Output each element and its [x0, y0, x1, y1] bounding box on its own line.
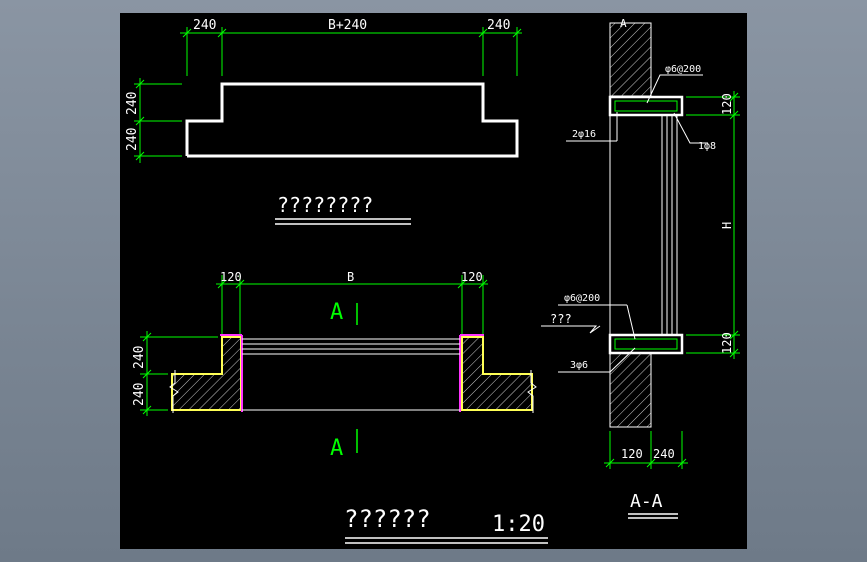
rebar-left-bottom-label: 3φ6 — [570, 360, 588, 371]
right-wall-hatch[interactable] — [461, 336, 533, 411]
section-lintel-bottom[interactable] — [608, 333, 684, 355]
rebar-left-top-label: 2φ16 — [572, 129, 596, 140]
plan-dim-120-right: 120 — [461, 270, 483, 284]
drawing-canvas[interactable]: 240 B+240 240 240 240 ???????? — [120, 13, 747, 549]
plan-dim-b: B — [347, 270, 354, 284]
window-frame — [609, 115, 678, 335]
rebar-bottom-label: φ6@200 — [564, 293, 600, 304]
section-dim-120-bottom: 120 — [720, 332, 734, 354]
dim-b-plus-240: B+240 — [328, 18, 367, 33]
dim-left-240: 240 — [193, 18, 216, 33]
section-wall-bottom[interactable] — [609, 352, 652, 428]
top-view-title: ???????? — [277, 193, 373, 217]
section-view: A φ6@200 2φ16 1φ8 φ6@20 — [541, 17, 740, 519]
section-mark-bottom: A — [330, 436, 343, 461]
section-top-marker: A — [620, 17, 627, 30]
plan-view: 120 B 120 A A — [132, 270, 548, 544]
plan-dim-120-left: 120 — [220, 270, 242, 284]
dim-right-240: 240 — [487, 18, 510, 33]
plan-dim-vertical-240-b: 240 — [132, 383, 147, 406]
rebar-right-top-label: 1φ8 — [698, 141, 716, 152]
section-title: A-A — [630, 491, 663, 512]
plan-top-dimension — [216, 275, 488, 335]
dim-vertical-240-b: 240 — [125, 128, 140, 151]
plan-dim-vertical-240-a: 240 — [132, 346, 147, 369]
left-dimension — [134, 78, 182, 163]
section-mark-top: A — [330, 300, 343, 325]
section-dim-120: 120 — [621, 447, 643, 461]
plan-view-title: ?????? — [344, 505, 431, 533]
section-dim-240: 240 — [653, 447, 675, 461]
top-dimension — [180, 27, 522, 76]
left-wall-hatch[interactable] — [171, 336, 242, 411]
rebar-top-label: φ6@200 — [665, 64, 701, 75]
beam-outline[interactable] — [185, 82, 519, 158]
lintel-lines — [242, 338, 460, 411]
section-lintel-top[interactable] — [608, 95, 684, 117]
section-right-dimension — [686, 91, 740, 359]
cad-drawing: 240 B+240 240 240 240 ???????? — [125, 17, 740, 544]
level-mark-label: ??? — [550, 312, 572, 326]
section-dim-120-top: 120 — [720, 93, 734, 115]
section-bottom-dimension — [604, 431, 688, 469]
section-wall-top[interactable] — [609, 22, 652, 97]
top-view: 240 B+240 240 240 240 ???????? — [125, 18, 522, 225]
plan-left-dimension — [140, 331, 218, 416]
dim-vertical-240-a: 240 — [125, 92, 140, 115]
section-dim-h: H — [720, 222, 734, 229]
plan-view-scale: 1:20 — [492, 512, 545, 537]
